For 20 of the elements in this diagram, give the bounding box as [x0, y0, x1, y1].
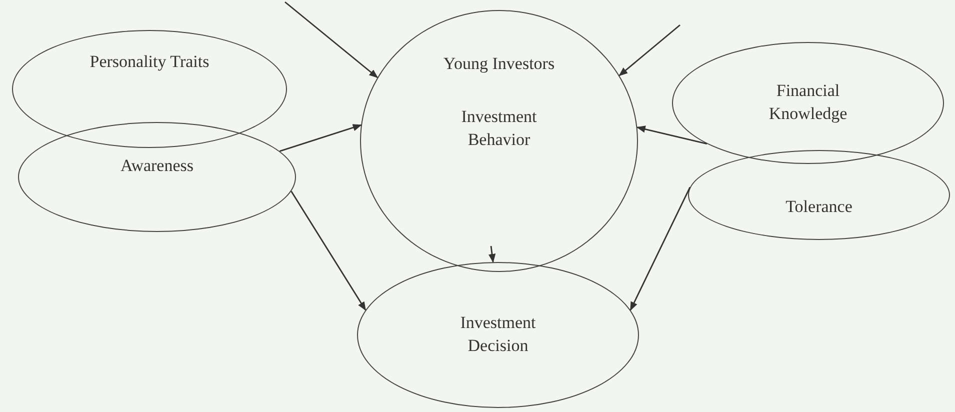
node-label: Investment Decision	[459, 312, 537, 357]
node-label: Personality Traits	[88, 51, 210, 73]
ellipse-node	[672, 42, 944, 164]
arrow	[618, 24, 680, 76]
arrow	[284, 1, 378, 78]
arrow	[290, 190, 366, 311]
node-label: Financial Knowledge	[768, 80, 848, 125]
arrow	[280, 124, 362, 152]
circle-node	[360, 10, 638, 272]
arrow	[630, 186, 691, 311]
node-label: Awareness	[119, 155, 195, 177]
ellipse-node	[12, 30, 287, 148]
ellipse-node	[18, 122, 296, 232]
ellipse-node	[357, 262, 639, 408]
node-label: Tolerance	[784, 196, 854, 218]
arrow	[488, 246, 496, 263]
node-label: Investment Behavior	[460, 106, 538, 151]
arrow	[636, 126, 708, 144]
node-label: Young Investors	[442, 53, 556, 75]
ellipse-node	[688, 150, 950, 240]
